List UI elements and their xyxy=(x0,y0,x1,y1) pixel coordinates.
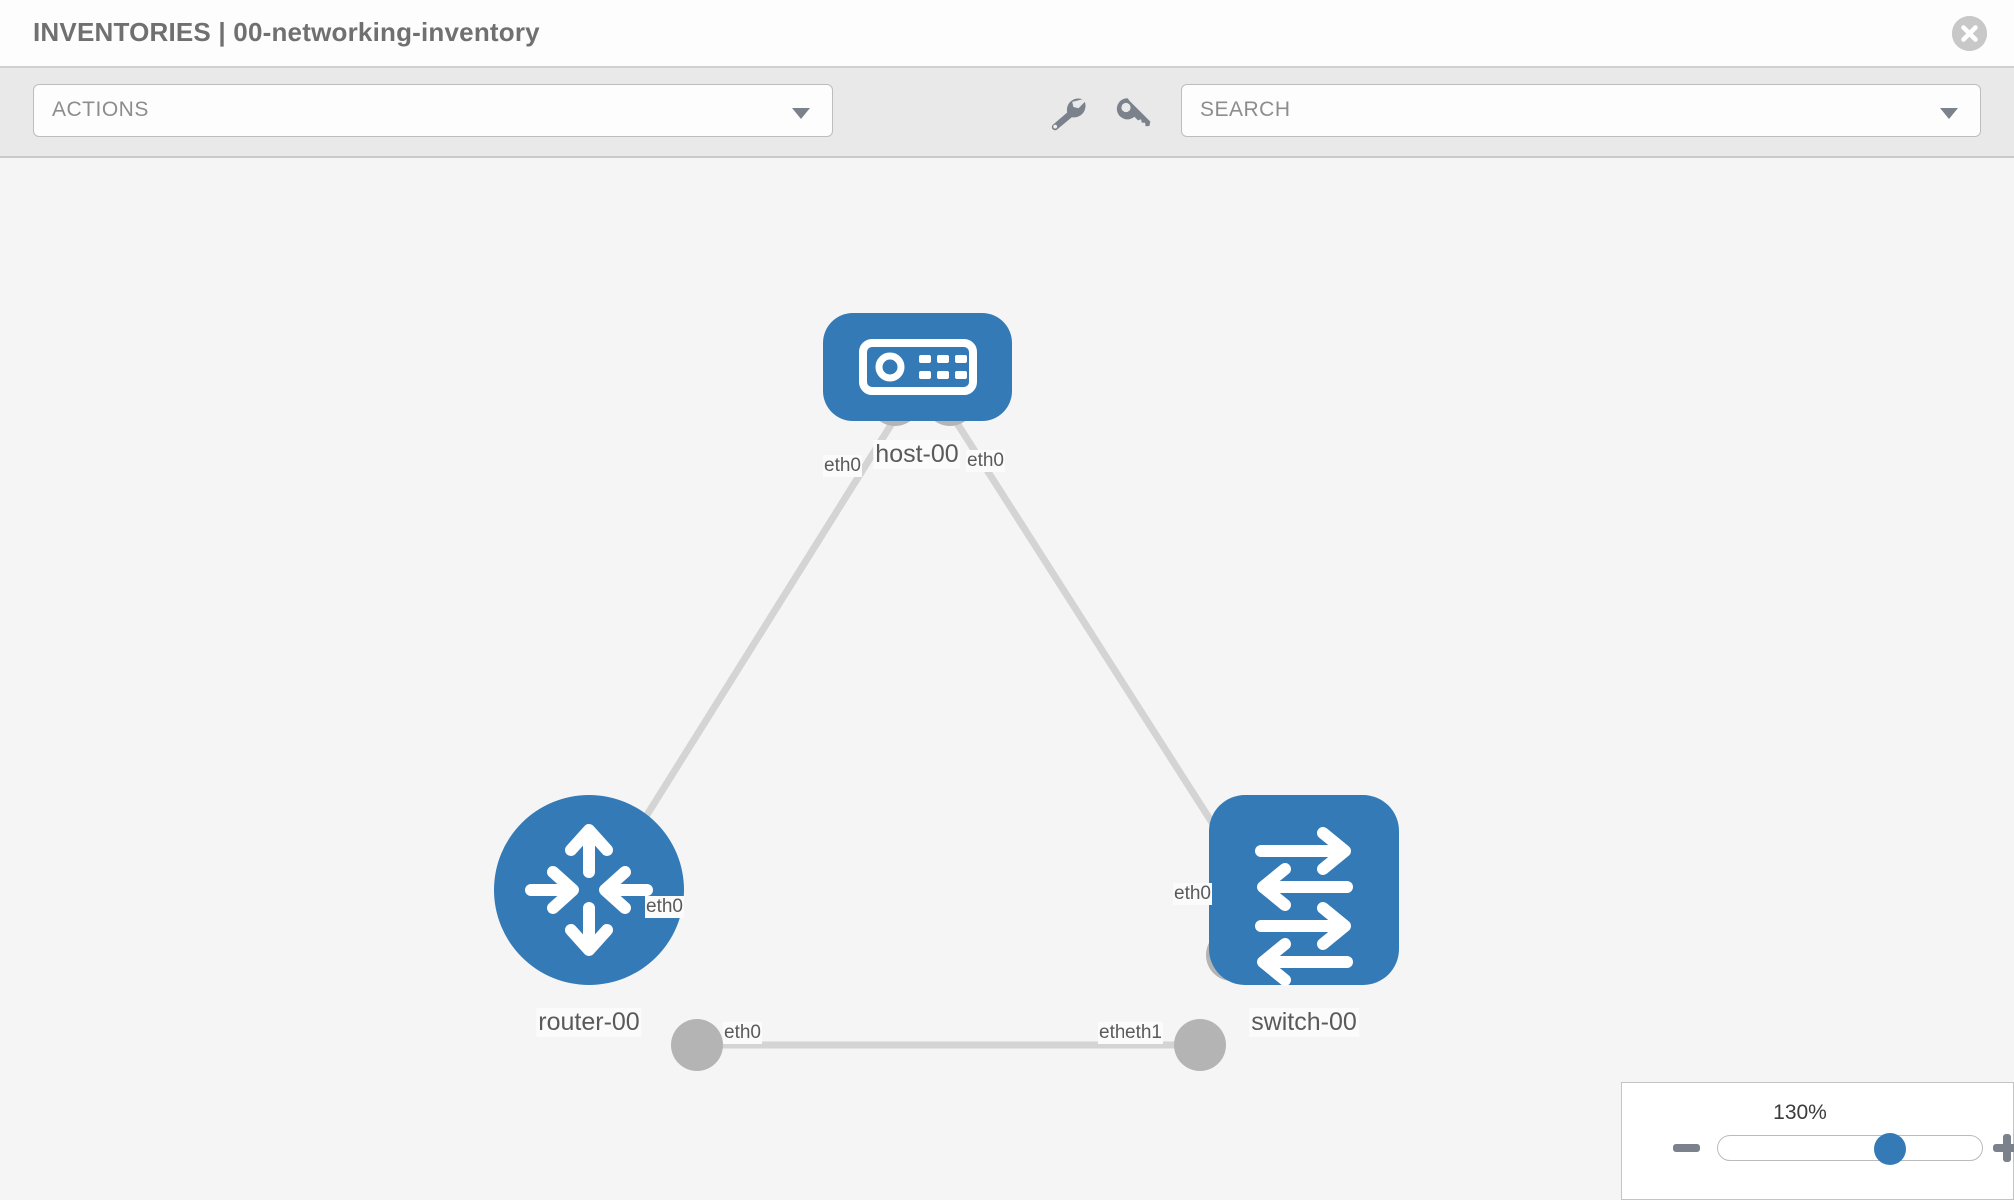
iface-label-host-left: eth0 xyxy=(823,455,862,477)
topology-canvas[interactable]: host-00 router-00 switch-00 eth0 eth0 et… xyxy=(0,160,2014,1200)
key-icon[interactable] xyxy=(1113,95,1153,131)
node-label-host-00: host-00 xyxy=(873,440,961,469)
zoom-slider-handle[interactable] xyxy=(1874,1133,1906,1165)
topology-graph xyxy=(494,313,1399,1071)
zoom-level-value: 130% xyxy=(1773,1101,1827,1124)
link-host-router xyxy=(596,416,898,894)
chevron-down-icon[interactable] xyxy=(1940,108,1958,119)
actions-dropdown[interactable]: ACTIONS xyxy=(33,84,833,137)
wrench-icon[interactable] xyxy=(1046,95,1086,131)
node-router-00 xyxy=(494,795,684,985)
zoom-in-button[interactable] xyxy=(1993,1134,2014,1162)
node-switch-00 xyxy=(1209,795,1399,986)
topology-ports xyxy=(671,374,1258,1071)
iface-label-switch-upper: eth0 xyxy=(1173,883,1212,905)
iface-label-router-right: eth0 xyxy=(723,1022,762,1044)
port-switch-left xyxy=(1174,1019,1226,1071)
search-input[interactable]: SEARCH xyxy=(1181,84,1981,137)
topology-links xyxy=(596,416,1259,1049)
zoom-out-button[interactable] xyxy=(1673,1144,1700,1152)
link-host-switch xyxy=(951,416,1259,894)
port-router-right xyxy=(671,1019,723,1071)
actions-dropdown-label: ACTIONS xyxy=(52,98,149,121)
close-icon[interactable] xyxy=(1952,16,1987,51)
iface-label-host-right: eth0 xyxy=(966,450,1005,472)
zoom-control-panel: 130% xyxy=(1621,1082,2014,1200)
iface-label-switch-left-b: eth1 xyxy=(1124,1022,1163,1044)
node-label-switch-00: switch-00 xyxy=(1249,1008,1359,1037)
page-title: INVENTORIES | 00-networking-inventory xyxy=(33,17,540,47)
search-placeholder: SEARCH xyxy=(1200,98,1291,121)
node-label-router-00: router-00 xyxy=(536,1008,642,1037)
node-host-00 xyxy=(823,313,1012,421)
page-header: INVENTORIES | 00-networking-inventory xyxy=(0,0,2014,68)
chevron-down-icon xyxy=(792,108,810,119)
zoom-slider[interactable] xyxy=(1717,1133,1983,1165)
iface-label-router-upper: eth0 xyxy=(645,896,684,918)
